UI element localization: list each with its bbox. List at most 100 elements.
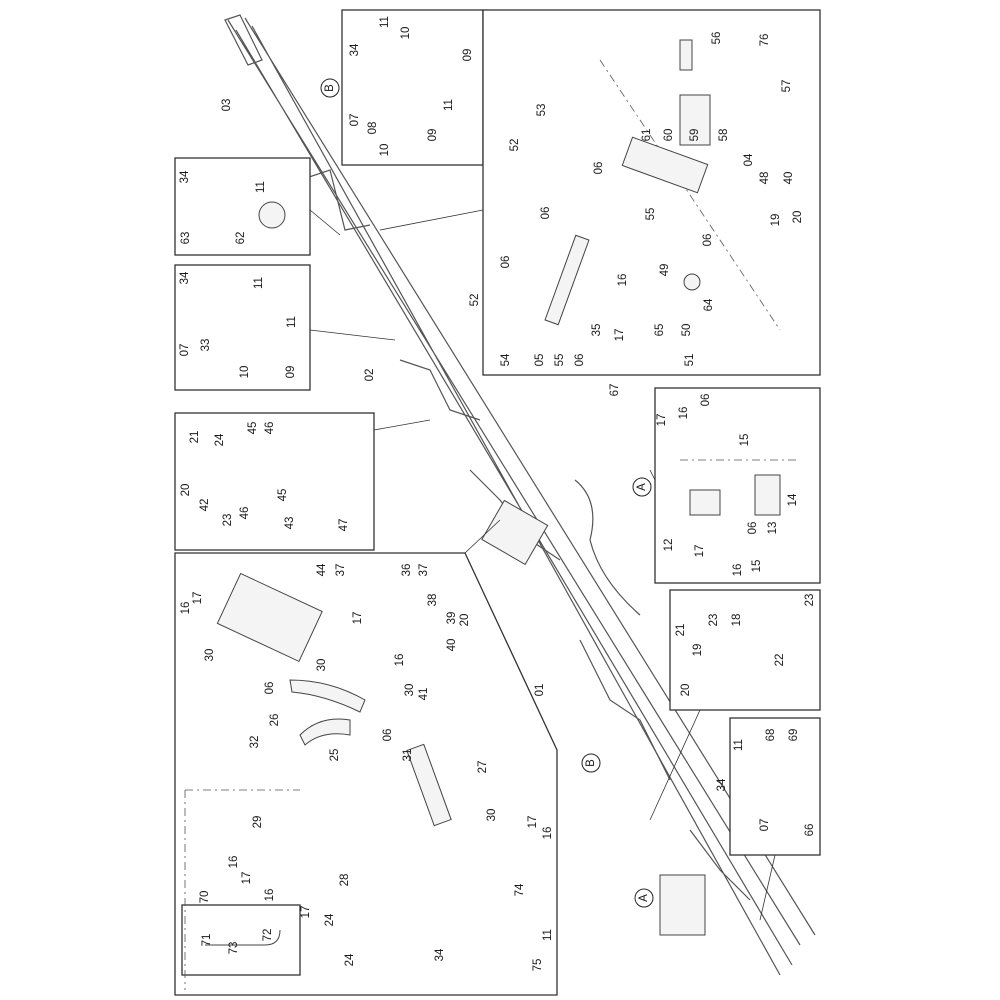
- part-number-label: 57: [781, 80, 793, 93]
- part-number-label: 11: [286, 316, 298, 328]
- part-number-label: 31: [402, 749, 414, 762]
- part-number-label: 47: [338, 519, 350, 532]
- detail-marker-label: B: [585, 759, 597, 767]
- part-number-label: 46: [239, 507, 251, 520]
- detail-marker-label: A: [636, 483, 648, 491]
- part-number-label: 59: [689, 129, 701, 142]
- detail-marker-circle: [634, 888, 654, 908]
- part-number-label: 73: [228, 942, 240, 955]
- part-number-label: 25: [329, 749, 341, 762]
- part-number-label: 16: [542, 827, 554, 840]
- part-number-label: 67: [609, 384, 621, 397]
- part-number-label: 16: [394, 654, 406, 667]
- detail-box-clamp-63: [174, 157, 311, 256]
- part-number-label: 40: [446, 639, 458, 652]
- part-number-label: 17: [694, 545, 706, 558]
- detail-box-hose-70: [181, 904, 301, 976]
- part-number-label: 49: [659, 264, 671, 277]
- part-number-label: 23: [222, 514, 234, 527]
- part-number-label: 51: [684, 354, 696, 367]
- part-number-label: 19: [770, 214, 782, 227]
- part-number-label: 07: [349, 114, 361, 127]
- part-number-label: 06: [540, 207, 552, 220]
- part-number-label: 17: [352, 612, 364, 625]
- part-number-label: 12: [663, 539, 675, 552]
- part-number-label: 19: [692, 644, 704, 657]
- part-number-label: 35: [591, 324, 603, 337]
- part-number-label: 17: [192, 592, 204, 605]
- part-number-label: 71: [201, 934, 213, 947]
- part-number-label: 30: [316, 659, 328, 672]
- part-number-label: 42: [199, 499, 211, 512]
- part-number-label: 10: [379, 144, 391, 157]
- part-number-label: 06: [593, 162, 605, 175]
- part-number-label: 55: [554, 354, 566, 367]
- detail-marker-circle: [320, 78, 340, 98]
- part-number-label: 13: [767, 522, 779, 535]
- detail-box-bracket-42: [174, 412, 375, 551]
- part-number-label: 34: [179, 170, 191, 183]
- part-number-label: 06: [702, 234, 714, 247]
- detail-box-bracket-23: [669, 589, 821, 711]
- part-number-label: 24: [324, 913, 336, 926]
- part-number-label: 62: [235, 232, 247, 245]
- part-number-label: 09: [285, 366, 297, 379]
- part-number-label: 44: [316, 563, 328, 576]
- detail-marker-circle: [581, 753, 601, 773]
- part-number-label: 06: [382, 729, 394, 742]
- detail-marker-circle: [632, 477, 652, 497]
- part-number-label: 26: [269, 714, 281, 727]
- part-number-label: 15: [739, 434, 751, 447]
- part-number-label: 70: [199, 891, 211, 904]
- part-number-label: 65: [654, 324, 666, 337]
- part-number-label: 68: [765, 729, 777, 742]
- part-number-label: 43: [284, 517, 296, 530]
- part-number-label: 17: [527, 816, 539, 829]
- part-number-label: 11: [542, 929, 554, 941]
- part-number-label: 34: [179, 271, 191, 284]
- part-number-label: 02: [364, 369, 376, 382]
- part-number-label: 33: [200, 339, 212, 352]
- detail-box-clamp-33: [174, 264, 311, 391]
- part-number-label: 48: [759, 172, 771, 185]
- detail-box-b: [341, 9, 484, 166]
- part-number-label: 24: [214, 433, 226, 446]
- part-number-label: 37: [418, 564, 430, 577]
- detail-box-hinge: [482, 9, 821, 376]
- part-number-label: 46: [264, 422, 276, 435]
- part-number-label: 17: [614, 329, 626, 342]
- part-number-label: 17: [656, 414, 668, 427]
- part-number-label: 53: [536, 104, 548, 117]
- part-number-label: 07: [179, 344, 191, 357]
- part-number-label: 16: [228, 856, 240, 869]
- part-number-label: 69: [788, 729, 800, 742]
- part-number-label: 11: [253, 277, 265, 289]
- part-number-label: 05: [534, 354, 546, 367]
- part-number-label: 18: [731, 614, 743, 627]
- part-number-label: 64: [703, 298, 715, 311]
- part-number-label: 39: [446, 612, 458, 625]
- part-number-label: 52: [509, 139, 521, 152]
- part-number-label: 16: [180, 602, 192, 615]
- part-number-label: 11: [443, 99, 455, 111]
- part-number-label: 34: [716, 778, 728, 791]
- part-number-label: 06: [700, 394, 712, 407]
- part-number-label: 06: [500, 256, 512, 269]
- part-number-label: 06: [747, 522, 759, 535]
- part-number-label: 14: [787, 493, 799, 506]
- part-number-label: 24: [344, 953, 356, 966]
- part-number-label: 45: [247, 422, 259, 435]
- part-number-label: 29: [252, 816, 264, 829]
- part-number-label: 07: [759, 819, 771, 832]
- part-number-label: 20: [792, 211, 804, 224]
- part-number-label: 17: [241, 872, 253, 885]
- part-number-label: 28: [339, 874, 351, 887]
- part-number-label: 04: [743, 153, 755, 166]
- part-number-label: 36: [401, 564, 413, 577]
- part-number-label: 37: [335, 564, 347, 577]
- detail-marker-label: A: [638, 894, 650, 902]
- part-number-label: 21: [675, 624, 687, 637]
- part-number-label: 32: [249, 736, 261, 749]
- part-number-label: 41: [418, 688, 430, 701]
